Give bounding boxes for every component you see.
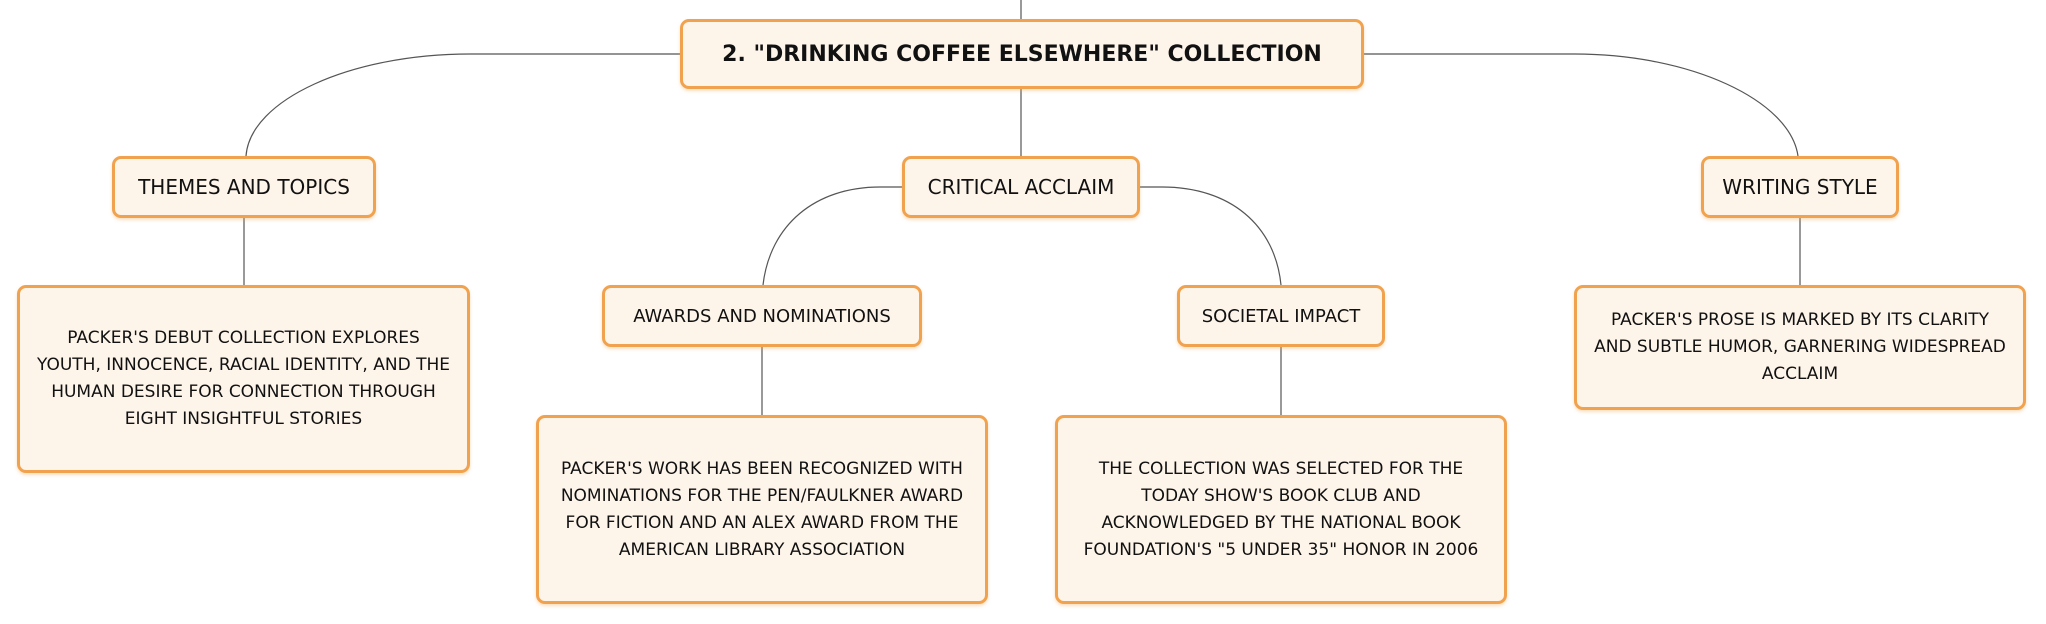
awards-detail-text: PACKER'S WORK HAS BEEN RECOGNIZED WITH N…	[560, 458, 964, 560]
root-node[interactable]: 2. "DRINKING COFFEE ELSEWHERE" COLLECTIO…	[680, 19, 1364, 89]
awards-label: AWARDS AND NOMINATIONS	[633, 305, 891, 327]
societal-impact-label: SOCIETAL IMPACT	[1201, 305, 1361, 327]
societal-impact-detail-node[interactable]: THE COLLECTION WAS SELECTED FOR THE TODA…	[1055, 415, 1507, 604]
societal-impact-node[interactable]: SOCIETAL IMPACT	[1177, 285, 1385, 347]
themes-detail-text: PACKER'S DEBUT COLLECTION EXPLORES YOUTH…	[37, 328, 450, 429]
writing-style-label: WRITING STYLE	[1722, 175, 1878, 199]
themes-node[interactable]: THEMES AND TOPICS	[112, 156, 376, 218]
critical-acclaim-node[interactable]: CRITICAL ACCLAIM	[902, 156, 1140, 218]
awards-detail-node[interactable]: PACKER'S WORK HAS BEEN RECOGNIZED WITH N…	[536, 415, 988, 604]
critical-acclaim-label: CRITICAL ACCLAIM	[927, 175, 1115, 199]
connector-root-to-themes	[245, 53, 680, 157]
themes-detail-node[interactable]: PACKER'S DEBUT COLLECTION EXPLORES YOUTH…	[17, 285, 470, 473]
connector-acclaim-to-societal	[1140, 186, 1282, 286]
themes-label: THEMES AND TOPICS	[138, 175, 350, 199]
awards-node[interactable]: AWARDS AND NOMINATIONS	[602, 285, 922, 347]
connector-root-to-style	[1364, 53, 1799, 157]
writing-style-node[interactable]: WRITING STYLE	[1701, 156, 1899, 218]
connector-acclaim-to-awards	[762, 186, 902, 286]
writing-style-detail-node[interactable]: PACKER'S PROSE IS MARKED BY ITS CLARITY …	[1574, 285, 2026, 410]
societal-impact-detail-text: THE COLLECTION WAS SELECTED FOR THE TODA…	[1083, 458, 1479, 560]
root-label: 2. "DRINKING COFFEE ELSEWHERE" COLLECTIO…	[722, 41, 1322, 67]
writing-style-detail-text: PACKER'S PROSE IS MARKED BY ITS CLARITY …	[1594, 310, 2006, 384]
